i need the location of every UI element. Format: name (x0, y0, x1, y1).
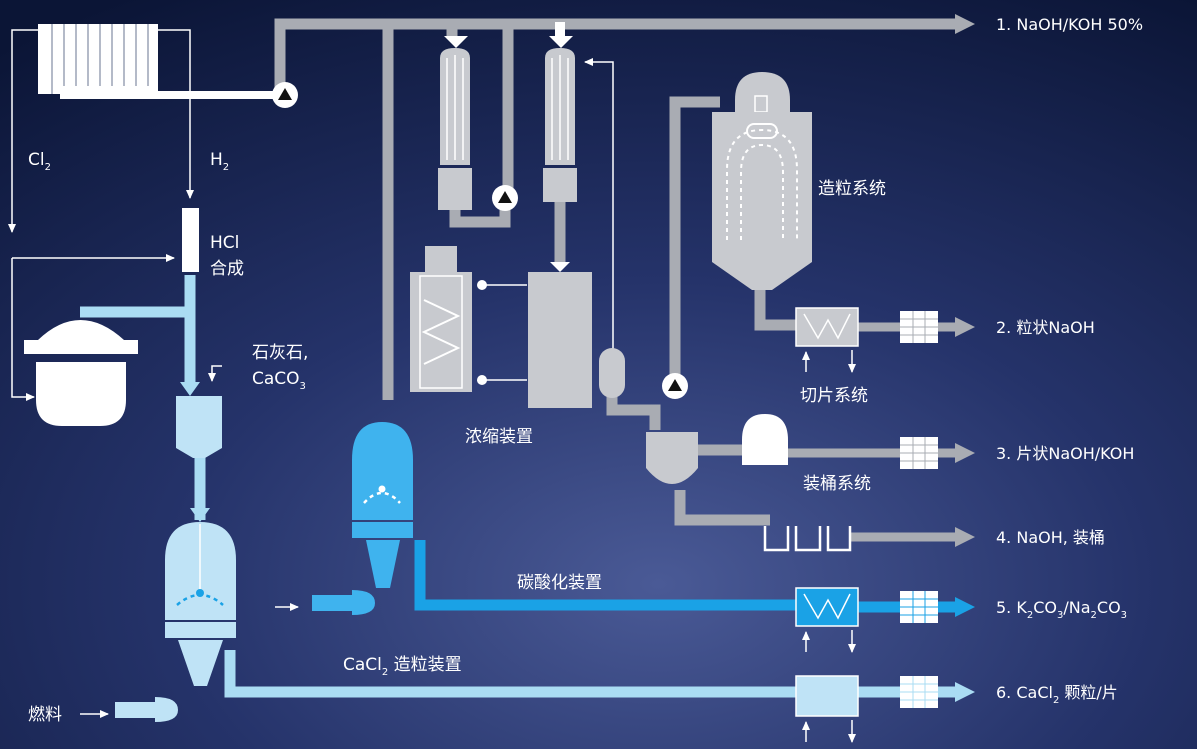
output-4: 4. NaOH, 装桶 (996, 528, 1105, 547)
carbonation-vessel (352, 422, 413, 588)
cooler-io-arrows (802, 350, 856, 743)
evaporator-feed-arrows (444, 22, 573, 272)
evaporator-1 (438, 48, 472, 210)
output-5: 5. K2CO3/Na2CO3 (996, 598, 1127, 621)
pack-grid-3 (900, 591, 938, 623)
label-concentration: 浓缩装置 (465, 427, 533, 447)
pack-grid-1 (900, 311, 938, 343)
pump-icon (662, 373, 688, 399)
gray-arrowheads (955, 14, 975, 547)
fuel-burner-1 (115, 697, 178, 722)
pack-grid-2 (900, 437, 938, 469)
electrolyzer (38, 24, 158, 98)
pipe-to-barrels (674, 490, 770, 526)
output-2: 2. 粒状NaOH (996, 318, 1095, 337)
label-hcl: HCl (210, 233, 239, 253)
cacl2-granulator (165, 522, 236, 686)
label-cl2: Cl2 (28, 150, 51, 173)
pump-icon (272, 82, 298, 108)
flake-melt-vessel (646, 432, 698, 484)
thin-flow-lines (8, 29, 614, 718)
output-1: 1. NaOH/KOH 50% (996, 15, 1143, 34)
blue-pipes (414, 540, 955, 613)
dissolver-vessel (24, 320, 138, 426)
label-flaker: 切片系统 (800, 386, 868, 406)
hcl-synthesis-unit (182, 208, 199, 272)
label-drumming: 装桶系统 (803, 474, 871, 494)
pipe-gran-feed (669, 96, 720, 380)
pipe-receiver (606, 396, 661, 430)
output-3: 3. 片状NaOH/KOH (996, 444, 1134, 463)
label-caco3: CaCO3 (252, 369, 306, 392)
label-limestone: 石灰石, (252, 343, 308, 363)
output-6: 6. CaCl2 颗粒/片 (996, 683, 1118, 706)
cooler-naoh (795, 307, 859, 347)
pack-grid-4 (900, 676, 938, 708)
label-granulation: 造粒系统 (818, 179, 886, 199)
receiver-vessel (599, 348, 625, 398)
label-carbonation: 碳酸化装置 (517, 573, 602, 593)
light-blue-arrowheads (180, 382, 975, 702)
concentration-unit (410, 246, 592, 408)
pump-icon (492, 185, 518, 211)
evaporator-2 (543, 48, 577, 202)
pipe-50pct (274, 18, 955, 200)
light-blue-pipes (80, 275, 955, 698)
cooler-cacl2 (795, 675, 859, 717)
limestone-reactor (176, 396, 222, 458)
label-hcl-synthesis: 合成 (210, 259, 244, 279)
granulation-tower (712, 72, 812, 290)
cooler-carbonate (795, 587, 859, 627)
gray-outlet-lines (788, 322, 955, 542)
flaker-drum (742, 414, 788, 465)
label-fuel: 燃料 (28, 705, 62, 725)
label-cacl2-granulation: CaCl2 造粒装置 (343, 655, 462, 678)
fuel-burner-2 (312, 590, 375, 615)
barrels (763, 526, 852, 552)
label-h2: H2 (210, 150, 229, 173)
blue-arrowhead (955, 597, 975, 617)
